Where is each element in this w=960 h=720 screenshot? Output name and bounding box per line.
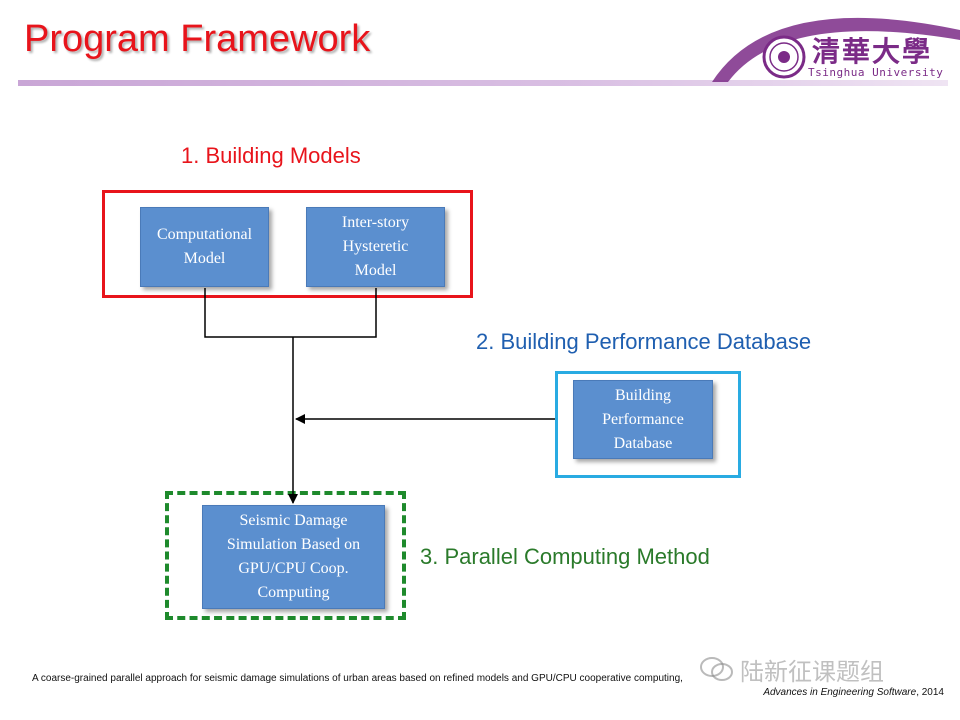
connector-models-merge (204, 288, 377, 338)
node-line: Database (613, 434, 673, 452)
logo-name-chinese: 清華大學 (812, 35, 933, 68)
node-line: Model (354, 262, 397, 279)
node-line: Model (183, 250, 226, 267)
performance-database-node: Building Performance Database (573, 380, 713, 459)
section-label-building-models: 1. Building Models (181, 143, 361, 168)
logo-name-english: Tsinghua University (808, 66, 944, 79)
title-divider (18, 80, 948, 86)
tsinghua-logo (712, 17, 960, 82)
node-line: Inter-story (341, 214, 410, 231)
node-line: Building (614, 386, 671, 404)
journal-name: Advances in Engineering Software (763, 687, 917, 698)
watermark-label: 陆新征课题组 (740, 658, 884, 686)
wechat-icon (700, 657, 733, 681)
slide-title: Program Framework (24, 18, 371, 60)
node-line: Computing (257, 584, 330, 601)
building-models-frame (102, 190, 473, 298)
hysteretic-model-node: Inter-story Hysteretic Model (306, 207, 445, 287)
parallel-computing-frame (165, 491, 406, 620)
logo-swoosh (712, 17, 960, 82)
citation-text: A coarse-grained parallel approach for s… (32, 673, 683, 684)
citation-year: , 2014 (916, 687, 944, 698)
seismic-simulation-node: Seismic Damage Simulation Based on GPU/C… (202, 505, 385, 609)
node-line: Computational (156, 226, 253, 243)
node-line: Hysteretic (342, 238, 409, 255)
watermark-text: 陆新征课题组 (740, 652, 884, 687)
computational-model-node: Computational Model (140, 207, 269, 287)
citation-footer: A coarse-grained parallel approach for s… (32, 672, 952, 698)
citation-journal: Advances in Engineering Software, 2014 (763, 686, 944, 700)
section-label-performance-database: 2. Building Performance Database (476, 329, 812, 354)
node-line: GPU/CPU Coop. (238, 560, 349, 577)
node-line: Seismic Damage (239, 512, 348, 529)
section-label-parallel-computing: 3. Parallel Computing Method (420, 544, 710, 569)
node-line: Simulation Based on (226, 536, 361, 553)
performance-database-frame (555, 371, 741, 478)
node-line: Performance (602, 410, 684, 428)
